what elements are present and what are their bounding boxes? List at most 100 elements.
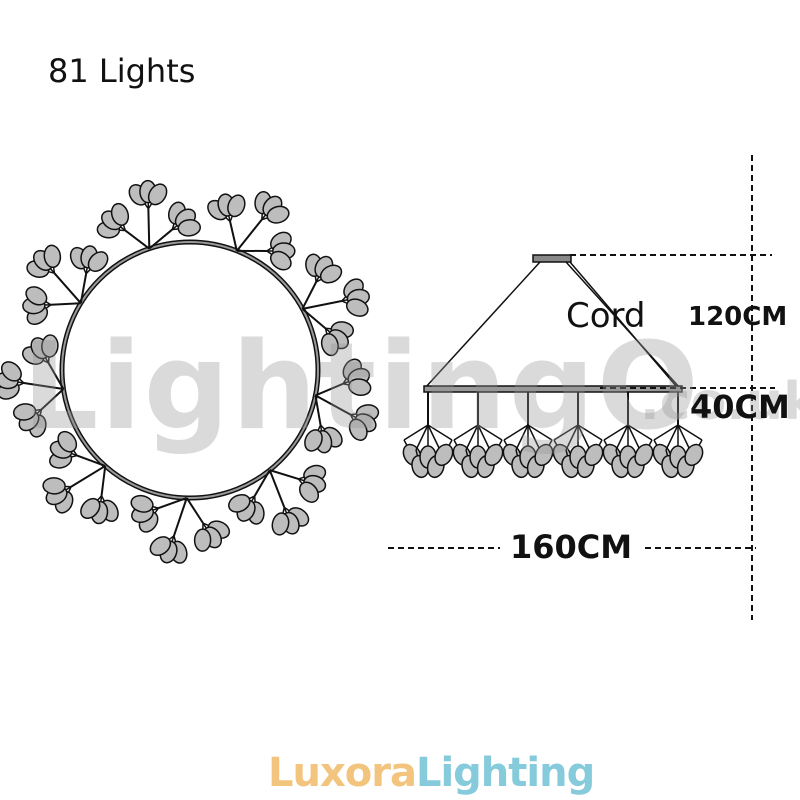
wreath-branch <box>148 228 173 250</box>
logo-part-2: Lighting <box>415 750 595 796</box>
leaf-bulb <box>348 418 368 441</box>
leaf-bulb <box>634 443 654 467</box>
page-title: 81 Lights <box>48 52 196 90</box>
side-branch <box>453 424 479 441</box>
side-branch <box>477 424 503 441</box>
leaf-bulb <box>434 443 454 467</box>
leaf-bulb <box>319 264 343 284</box>
side-branch <box>565 424 579 451</box>
leaf-bulb <box>41 334 59 358</box>
wreath-branch <box>23 382 64 390</box>
leaf-bulb <box>25 286 48 306</box>
cord <box>569 261 677 387</box>
wreath-branch <box>147 208 151 249</box>
wreath-branch <box>124 229 150 250</box>
side-branch <box>603 424 629 441</box>
side-branch <box>627 424 641 451</box>
logo-part-1: Luxora <box>268 750 417 796</box>
wreath-branch <box>70 465 106 488</box>
leaf-bulb <box>177 219 202 237</box>
watermark-domain: .co.uk <box>640 372 800 432</box>
side-branch <box>627 424 653 441</box>
width-label: 160CM <box>510 528 633 566</box>
leaf-bulb <box>42 477 66 495</box>
leaf-bulb <box>298 481 320 503</box>
wreath-branch <box>268 469 286 508</box>
side-branch <box>465 424 479 451</box>
cord-label: Cord <box>566 296 646 336</box>
side-branch <box>527 424 553 441</box>
leaf-bulb <box>149 536 172 557</box>
leaf-bulb <box>193 528 212 552</box>
watermark: LightingO <box>22 318 701 457</box>
side-branch <box>615 424 629 451</box>
wreath-branch <box>79 273 88 304</box>
leaf-bulb <box>130 494 154 513</box>
leaf-bulb <box>348 378 372 397</box>
wreath-branch <box>40 388 65 411</box>
wreath-branch <box>47 362 65 390</box>
leaf-bulb <box>147 183 168 206</box>
leaf-bulb <box>484 443 504 467</box>
leaf-bulb <box>110 202 130 226</box>
leaf-bulb <box>345 298 369 317</box>
leaf-bulb <box>304 429 323 452</box>
wreath-branch <box>314 394 352 416</box>
side-branch <box>527 424 541 451</box>
wreath-branch <box>314 395 322 426</box>
side-branch <box>577 424 591 451</box>
leaf-bulb <box>0 361 22 382</box>
leaf-bulb <box>684 443 704 467</box>
wreath-branch <box>302 299 342 310</box>
side-branch <box>653 424 679 441</box>
side-branch <box>577 424 603 441</box>
wreath-branch <box>76 454 106 467</box>
side-branch <box>427 424 453 441</box>
wreath-branch <box>158 497 188 510</box>
leaf-bulb <box>266 205 290 224</box>
leaf-bulb <box>57 430 78 453</box>
wreath-branch <box>301 308 326 329</box>
wreath-branch <box>100 465 107 496</box>
wreath-top-view <box>0 179 380 564</box>
wreath-branch <box>269 469 299 480</box>
wreath-branch <box>50 302 81 306</box>
leaf-bulb <box>87 251 109 272</box>
leaf-bulb <box>584 443 604 467</box>
leaf-bulb <box>227 194 246 218</box>
ceiling-canopy <box>532 254 572 263</box>
side-branch <box>677 424 691 451</box>
leaf-bulb <box>269 250 292 271</box>
suspension-wire-left <box>424 261 541 389</box>
leaf-bulb <box>534 443 554 467</box>
leaf-bulb <box>80 497 101 519</box>
side-branch <box>427 424 441 451</box>
side-branch <box>403 424 429 441</box>
wreath-ring-inner <box>61 241 319 499</box>
wreath-branch <box>185 497 204 524</box>
wreath-branch <box>253 469 271 497</box>
side-branch <box>503 424 529 441</box>
leaf-bulb <box>320 333 339 357</box>
leaf-bulb <box>12 403 37 421</box>
side-branch <box>665 424 679 451</box>
wreath-branch <box>315 382 344 397</box>
dimension-lines <box>388 155 775 620</box>
wreath-branch <box>301 281 317 310</box>
leaf-bulb <box>228 493 251 513</box>
side-branch <box>477 424 491 451</box>
wreath-branch <box>229 221 238 252</box>
wreath-branch <box>173 497 188 537</box>
body-height-label: 40CM <box>690 388 790 426</box>
side-branch <box>515 424 529 451</box>
chandelier-side-view <box>402 254 704 479</box>
leaf-bulb <box>271 512 290 536</box>
side-branch <box>677 424 703 441</box>
side-branch <box>415 424 429 451</box>
wreath-branch <box>236 219 263 252</box>
cord-height-label: 120CM <box>688 302 788 332</box>
brand-logo: LuxoraLighting <box>268 750 595 796</box>
side-branch <box>553 424 579 441</box>
wreath-branch <box>53 272 82 304</box>
